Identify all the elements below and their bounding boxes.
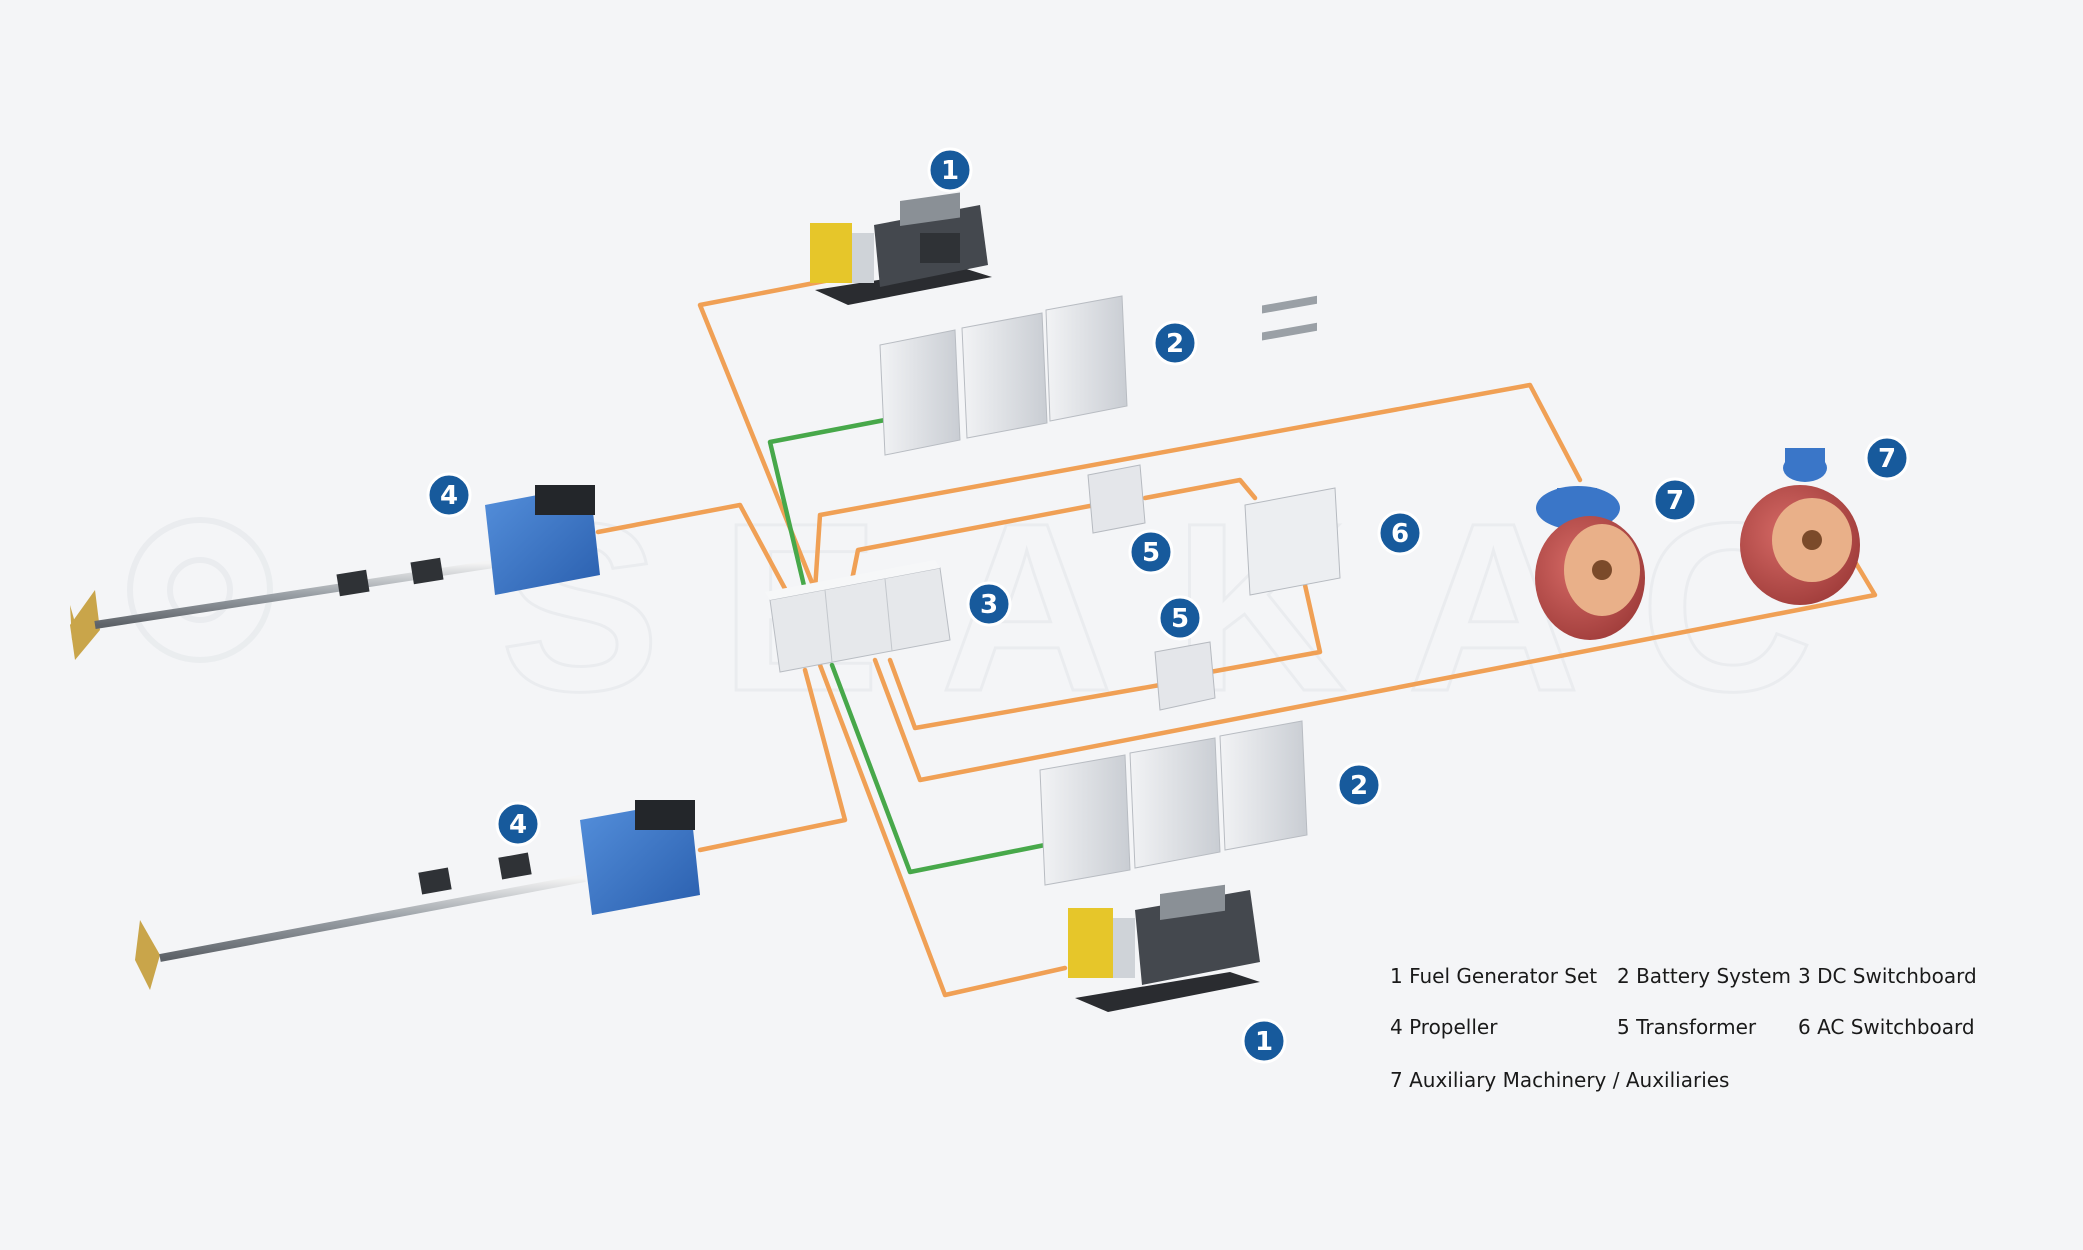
dc-switchboard <box>765 560 951 673</box>
fuel-generator-bottom <box>1068 884 1260 1012</box>
watermark-helm-icon <box>127 517 273 663</box>
cable-gen-bottom-to-dc <box>817 662 1068 998</box>
propeller-blade-top <box>70 590 100 660</box>
cable-prop-bottom-to-dc <box>697 667 848 853</box>
legend-item-transformer: 5 Transformer <box>1617 1015 1757 1039</box>
auxiliary-thruster-right <box>1740 448 1860 605</box>
callout-transformer-b: 5 <box>1157 595 1203 641</box>
propeller-top <box>70 485 600 660</box>
cable-battery-top-to-dc <box>767 417 888 593</box>
legend-item-propeller: 4 Propeller <box>1390 1015 1498 1039</box>
power-cables <box>595 277 1878 998</box>
transformer-b <box>1154 641 1216 711</box>
svg-text:5: 5 <box>1142 538 1160 568</box>
svg-text:4: 4 <box>509 810 527 840</box>
callout-aux-right: 7 <box>1864 435 1910 481</box>
legend-item-auxiliary-machinery: 7 Auxiliary Machinery / Auxiliaries <box>1390 1068 1730 1092</box>
callout-gen-bottom: 1 <box>1241 1018 1287 1064</box>
cable-transformer-b-to-ac <box>1207 582 1323 675</box>
auxiliary-thruster-mid <box>1535 486 1645 640</box>
svg-text:1: 1 <box>941 156 959 186</box>
cable-prop-top-to-dc <box>595 502 793 601</box>
battery-system-top <box>879 295 1128 456</box>
svg-text:6: 6 <box>1391 519 1409 549</box>
fuel-generator-top <box>810 192 992 305</box>
callout-bat-top: 2 <box>1152 320 1198 366</box>
svg-text:4: 4 <box>440 481 458 511</box>
legend-item-ac-switchboard: 6 AC Switchboard <box>1798 1015 1975 1039</box>
cable-battery-bottom-to-dc <box>829 662 1048 875</box>
legend-item-battery-system: 2 Battery System <box>1617 964 1792 988</box>
callout-transformer-a: 5 <box>1128 529 1174 575</box>
callout-ac-switchboard: 6 <box>1377 510 1423 556</box>
svg-text:3: 3 <box>980 590 998 620</box>
svg-text:2: 2 <box>1166 329 1184 359</box>
propeller-bottom <box>135 800 700 990</box>
callout-aux-mid: 7 <box>1652 477 1698 523</box>
svg-text:2: 2 <box>1350 771 1368 801</box>
svg-text:5: 5 <box>1171 604 1189 634</box>
cable-gen-top-to-dc <box>697 277 833 593</box>
cable-dc-to-aux-right <box>872 542 1878 783</box>
battery-system-bottom <box>1039 720 1308 886</box>
cable-transformer-a-to-ac <box>1142 477 1258 501</box>
callout-prop-top: 4 <box>426 472 472 518</box>
callout-prop-bottom: 4 <box>495 801 541 847</box>
legend: 1 Fuel Generator Set 2 Battery System 3 … <box>1384 958 2004 1108</box>
callout-bat-bottom: 2 <box>1336 762 1382 808</box>
cable-dc-to-transformer-b <box>887 657 1163 731</box>
transformer-a <box>1087 464 1146 534</box>
svg-text:7: 7 <box>1878 444 1896 474</box>
svg-text:7: 7 <box>1666 486 1684 516</box>
dc-cables <box>767 417 1048 875</box>
svg-text:1: 1 <box>1255 1027 1273 1057</box>
ac-switchboard <box>1244 295 1341 596</box>
legend-item-fuel-generator-set: 1 Fuel Generator Set <box>1390 964 1598 988</box>
cable-dc-to-aux-mid <box>812 382 1583 593</box>
callout-dc-switchboard: 3 <box>966 581 1012 627</box>
callout-gen-top: 1 <box>927 147 973 193</box>
legend-item-dc-switchboard: 3 DC Switchboard <box>1798 964 1977 988</box>
